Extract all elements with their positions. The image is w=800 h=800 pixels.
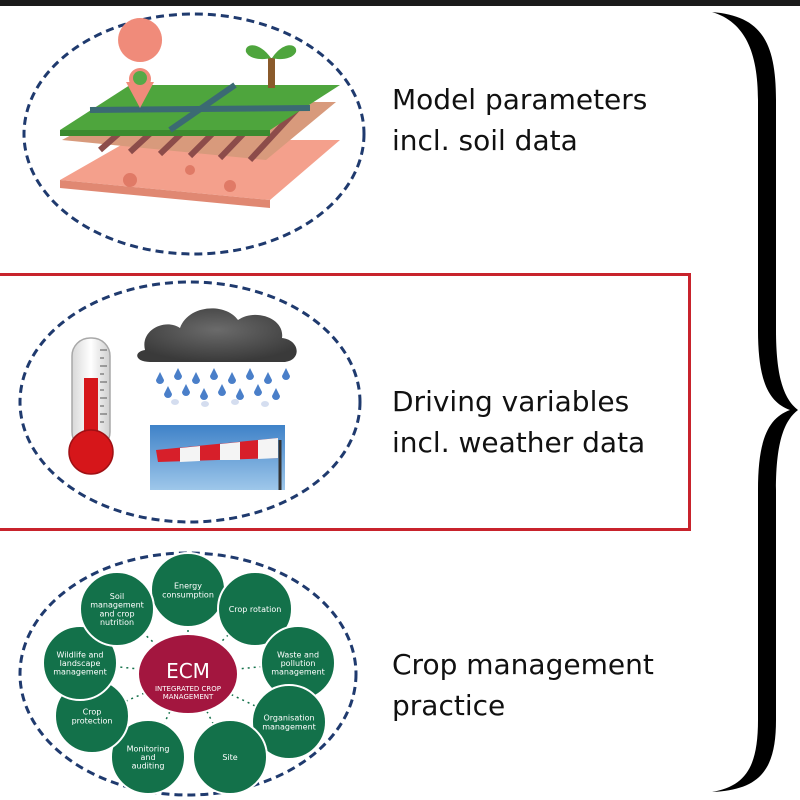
label-line: incl. soil data (392, 124, 578, 157)
ecm-node-label: consumption (162, 590, 214, 599)
ecm-node (42, 625, 118, 701)
thermometer-icon (68, 337, 114, 475)
label-driving-variables: Driving variables incl. weather data (392, 381, 645, 463)
label-line: incl. weather data (392, 426, 646, 459)
ecm-node-label: Organisation (263, 714, 314, 723)
ecm-node-label: Wildlife and (56, 650, 103, 659)
ecm-node-label: protection (72, 716, 113, 725)
ecm-node (251, 684, 327, 760)
ecm-node (217, 571, 293, 647)
ecm-node-label: management (90, 601, 144, 610)
ecm-node (192, 719, 268, 795)
label-line: practice (392, 689, 506, 722)
ecm-node-label: nutrition (100, 618, 134, 627)
ecm-connector (116, 608, 189, 675)
ecm-node-label: management (262, 722, 316, 731)
label-line: Driving variables (392, 385, 630, 418)
ecm-node (110, 719, 186, 795)
ecm-node-label: Waste and (277, 650, 319, 659)
ecm-node-label: auditing (132, 762, 165, 771)
ecm-node-label: and crop (99, 609, 134, 618)
label-model-parameters: Model parameters incl. soil data (392, 79, 647, 161)
label-line: Model parameters (392, 83, 648, 116)
label-line: Crop management (392, 648, 654, 681)
highlight-box-driving-variables (0, 273, 691, 531)
top-bar (0, 0, 800, 6)
curly-brace (712, 12, 798, 792)
soil-layers-icon (60, 18, 340, 208)
ecm-node-label: and (140, 753, 155, 762)
windsock-icon (150, 425, 285, 490)
label-crop-management: Crop management practice (392, 644, 654, 726)
ecm-node-label: management (271, 668, 325, 677)
ecm-node-label: pollution (281, 659, 316, 668)
ecm-center-title: ECM (166, 659, 210, 683)
ecm-node-label: Soil (110, 592, 124, 601)
ecm-center-subtitle: INTEGRATED CROP (155, 685, 221, 693)
ecm-node-label: management (53, 668, 107, 677)
ecm-node (79, 571, 155, 647)
ecm-center (137, 633, 239, 715)
ecm-node-label: Site (222, 753, 237, 762)
ecm-node-label: Crop rotation (229, 605, 282, 614)
ecm-node-label: Monitoring (127, 744, 170, 753)
ecm-node-label: Energy (174, 582, 202, 591)
ecm-node-label: Crop (83, 708, 102, 717)
ecm-center-subtitle: MANAGEMENT (163, 693, 214, 701)
rain-cloud-icon (137, 308, 297, 407)
ecm-node-label: landscape (60, 659, 101, 668)
